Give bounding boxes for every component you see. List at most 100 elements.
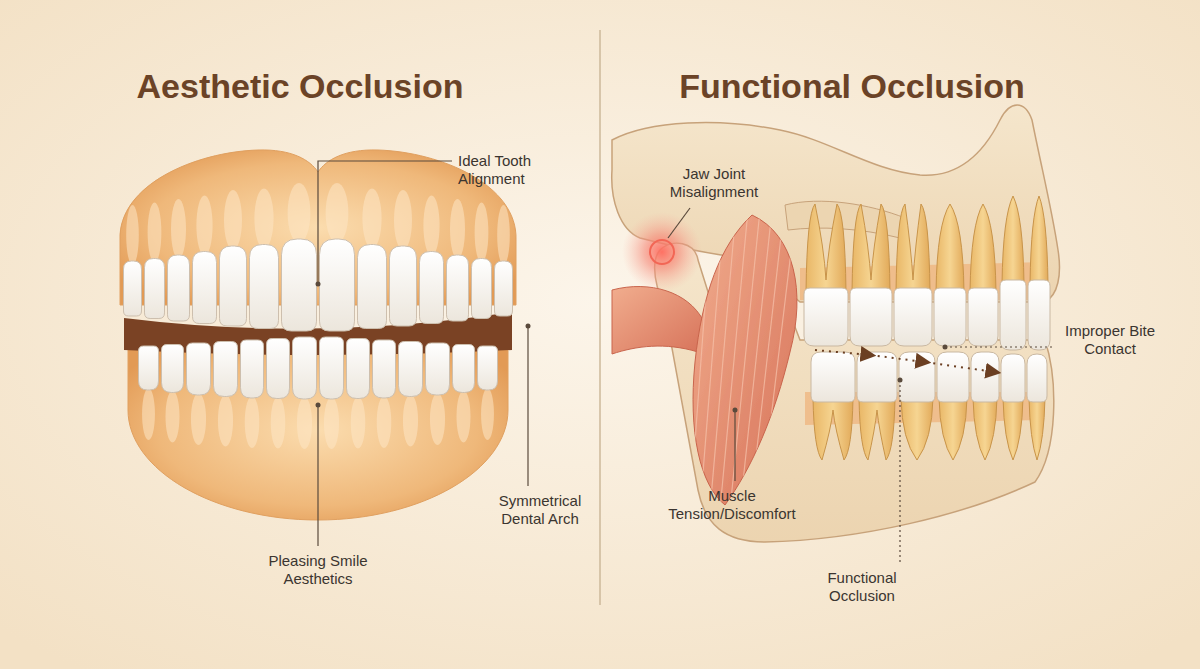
tooth-crown	[934, 288, 966, 346]
tooth-root	[859, 398, 895, 460]
upper-tooth	[220, 246, 247, 326]
tooth-root	[806, 204, 846, 292]
upper-tooth	[145, 259, 165, 319]
tooth-crown	[1028, 280, 1050, 350]
callout-label: Functional Occlusion	[808, 569, 916, 606]
root-hint	[497, 205, 510, 265]
root-hint	[166, 391, 180, 443]
tooth-root	[936, 204, 964, 292]
lower-tooth	[373, 340, 396, 398]
upper-tooth	[495, 261, 513, 316]
upper-tooth	[390, 246, 417, 326]
root-hint	[423, 196, 439, 256]
lower-tooth	[139, 346, 159, 390]
tooth-root	[970, 204, 996, 292]
leader-dot	[898, 378, 903, 383]
upper-tooth	[124, 261, 142, 316]
root-hint	[245, 396, 260, 448]
lower-tooth	[162, 345, 184, 393]
tooth-root	[973, 398, 997, 460]
leader-line	[899, 380, 900, 562]
leader-line	[734, 410, 735, 481]
callout-label: Improper Bite Contact	[1063, 322, 1157, 359]
tooth-root	[813, 398, 853, 460]
leader-dot	[526, 324, 531, 329]
root-hint	[362, 189, 381, 249]
lower-tooth	[453, 345, 475, 393]
leader-line	[945, 346, 1052, 347]
tooth-crown	[804, 288, 848, 346]
leader-line	[668, 208, 690, 238]
leader-dot	[733, 408, 738, 413]
tooth-crown	[894, 288, 932, 346]
lower-tooth	[478, 346, 498, 390]
root-hint	[324, 397, 339, 449]
callout-label: Jaw Joint Misalignment	[659, 165, 769, 202]
leader-line	[318, 161, 452, 284]
root-hint	[481, 388, 494, 440]
tooth-root	[939, 398, 967, 460]
lower-tooth	[241, 340, 264, 398]
lower-tooth	[293, 337, 317, 399]
leader-dot	[316, 403, 321, 408]
root-hint	[196, 196, 212, 256]
muscle-fiber	[760, 210, 796, 510]
root-hint	[224, 190, 242, 250]
leader-line	[527, 326, 528, 486]
root-hint	[457, 391, 471, 443]
tooth-root	[1030, 196, 1048, 284]
upper-tooth	[472, 259, 492, 319]
root-hint	[351, 397, 366, 449]
root-hint	[254, 189, 273, 249]
callout-label: Muscle Tension/Discomfort	[653, 487, 811, 524]
tooth-root	[1002, 196, 1024, 284]
root-hint	[171, 199, 186, 259]
panel-heading: Functional Occlusion	[622, 66, 1082, 107]
divider-line	[599, 30, 601, 605]
tooth-crown	[1001, 354, 1025, 402]
tooth-crown	[971, 352, 999, 402]
tooth-root	[1003, 398, 1023, 460]
upper-tooth	[447, 255, 469, 321]
root-hint	[403, 395, 418, 447]
joint-pain-glow	[622, 212, 702, 292]
root-hint	[394, 190, 412, 250]
upper-tooth	[420, 252, 444, 324]
root-hint	[430, 393, 445, 445]
tooth-crown	[937, 352, 969, 402]
root-hint	[271, 397, 286, 449]
upper-tooth	[320, 239, 355, 331]
panel-heading: Aesthetic Occlusion	[80, 66, 520, 107]
tooth-crown	[857, 352, 897, 402]
tooth-crown	[1027, 354, 1047, 402]
leader-dot	[943, 345, 948, 350]
tooth-crown	[899, 352, 935, 402]
upper-tooth	[168, 255, 190, 321]
tooth-crown	[968, 288, 998, 346]
lower-tooth	[214, 342, 238, 397]
bite-arrow	[815, 350, 995, 372]
root-hint	[475, 203, 489, 263]
callout-label: Pleasing Smile Aesthetics	[248, 552, 388, 589]
jaw-side-view	[612, 105, 1060, 542]
root-hint	[297, 397, 312, 449]
callout-label: Ideal Tooth Alignment	[458, 152, 570, 189]
lower-tooth	[399, 342, 423, 397]
tooth-root	[852, 204, 890, 292]
joint-pain-ring	[650, 240, 674, 264]
lower-tooth	[347, 339, 370, 399]
lower-tooth	[320, 337, 344, 399]
tooth-root	[901, 398, 933, 460]
lower-tooth	[187, 343, 211, 395]
leader-line	[317, 405, 318, 546]
lower-tooth	[267, 339, 290, 399]
upper-tooth	[250, 245, 279, 329]
upper-tooth	[193, 252, 217, 324]
upper-tooth	[358, 245, 387, 329]
root-hint	[288, 183, 311, 243]
root-hint	[126, 205, 139, 265]
muscle-fiber	[710, 210, 736, 510]
tooth-crown	[850, 288, 892, 346]
